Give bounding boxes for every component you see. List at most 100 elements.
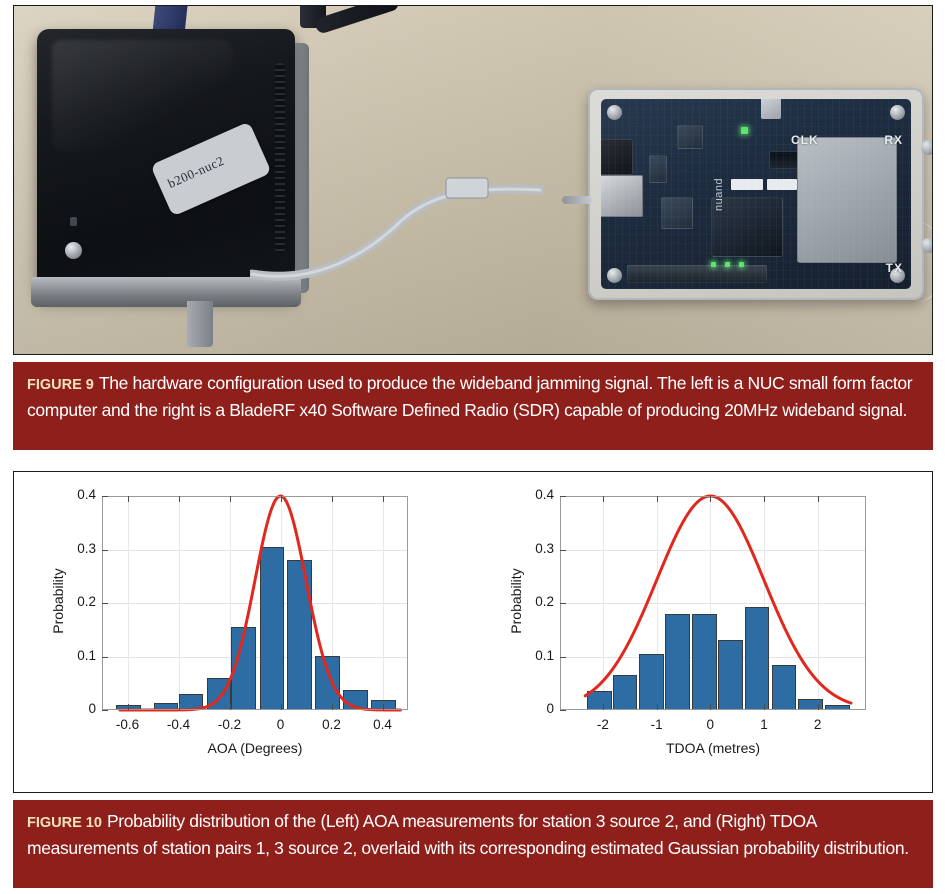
figure-9-block: b200-nuc2: [13, 5, 933, 450]
x-tick-label: 0: [276, 717, 285, 732]
figure-10-tag: FIGURE 10: [27, 815, 102, 831]
x-gridline: [382, 496, 384, 710]
sdr-power-jack: [601, 139, 633, 175]
x-tick-mark-top: [602, 496, 604, 502]
x-tick-label: 0.2: [322, 717, 341, 732]
pcb-clock-oscillator: [761, 99, 781, 119]
y-tick-label: 0.1: [535, 647, 554, 663]
x-tick-mark-top: [710, 496, 712, 502]
sma-connector-rx: [921, 140, 932, 155]
x-tick-label: 0: [706, 717, 715, 732]
antenna-cable: [917, 222, 932, 302]
x-gridline: [127, 496, 129, 710]
y-gridline: [102, 603, 408, 604]
x-tick-label: -2: [596, 717, 609, 732]
x-tick-label: -0.6: [115, 717, 140, 732]
x-tick-mark: [178, 704, 180, 710]
figure-9-caption-text: The hardware configuration used to produ…: [27, 373, 913, 420]
pcb-expansion-slot: [769, 151, 845, 169]
x-gridline: [331, 496, 333, 710]
y-tick-label: 0.4: [535, 487, 554, 502]
x-tick-mark: [602, 704, 604, 710]
pcb-screw-bl: [607, 268, 622, 283]
x-tick-mark: [710, 704, 712, 710]
usb-cable: [250, 156, 550, 286]
gaussian-overlay-curve: [583, 494, 853, 705]
nuc-led: [70, 217, 77, 226]
x-gridline: [710, 496, 712, 710]
nuc-stand-foot: [187, 301, 213, 347]
y-tick-label: 0: [546, 701, 554, 716]
x-tick-label: 1: [760, 717, 768, 732]
histogram-bar: [692, 613, 717, 710]
nuc-label-text: b200-nuc2: [165, 152, 227, 191]
pcb-led-green-b: [725, 262, 730, 267]
pcb-screw-br: [890, 268, 905, 283]
x-axis-label: AOA (Degrees): [207, 740, 303, 756]
x-tick-mark: [817, 704, 819, 710]
pcb-chip-a: [677, 125, 703, 149]
histogram-bar: [638, 653, 664, 710]
y-tick-label: 0.1: [77, 647, 96, 663]
y-tick-mark: [102, 710, 108, 711]
pcb-led-green-a: [711, 262, 716, 267]
clk-label: CLK: [791, 133, 819, 147]
x-gridline: [178, 496, 180, 710]
pcb-screw-tr: [890, 105, 905, 120]
pcb-gpio-header: [627, 265, 767, 283]
pcb-white-label-2: [767, 179, 797, 190]
x-tick-label: 2: [813, 717, 822, 732]
tx-label: TX: [885, 261, 903, 275]
x-gridline: [229, 496, 231, 710]
pcb-white-label-1: [731, 179, 763, 190]
histogram-bar: [665, 613, 690, 710]
bladerf-sdr: nuand CLK RX TX: [562, 88, 932, 300]
x-tick-label: -1: [650, 717, 663, 732]
y-tick-mark: [560, 710, 566, 711]
y-tick-mark: [102, 656, 108, 658]
x-tick-mark-top: [229, 496, 231, 502]
y-tick-label: 0.2: [77, 594, 96, 609]
x-tick-mark-top: [178, 496, 180, 502]
pcb-chip-b: [649, 155, 667, 183]
x-tick-label: -0.4: [166, 717, 191, 732]
y-tick-label: 0.3: [535, 540, 554, 556]
pcb-rf-shield: [797, 137, 897, 263]
y-tick-mark: [560, 603, 566, 604]
y-tick-label: 0.2: [535, 594, 554, 609]
x-tick-mark-top: [280, 496, 282, 502]
rx-label: RX: [884, 133, 903, 147]
figure-10-caption-text: Probability distribution of the (Left) A…: [27, 811, 909, 858]
y-tick-mark: [102, 496, 108, 497]
y-tick-label: 0.3: [77, 540, 96, 556]
y-tick-mark: [102, 603, 108, 604]
figure-9-tag: FIGURE 9: [27, 377, 94, 393]
histogram-bar: [612, 674, 638, 710]
x-tick-mark: [229, 704, 231, 710]
y-tick-mark: [102, 549, 108, 551]
hardware-photo: b200-nuc2: [13, 5, 933, 355]
axes-box: [560, 496, 866, 710]
sdr-side-cable: [562, 196, 592, 204]
x-axis-label: TDOA (metres): [665, 740, 761, 756]
y-axis-label: Probability: [50, 568, 66, 634]
y-tick-label: 0.4: [77, 487, 96, 502]
sdr-usb-port: [601, 175, 643, 217]
pcb-chip-c: [661, 197, 693, 229]
pcb-led-green-c: [739, 262, 744, 267]
x-tick-mark-top: [656, 496, 658, 502]
sdr-pcb: nuand CLK RX TX: [601, 99, 911, 289]
x-gridline: [764, 496, 765, 710]
y-gridline: [102, 549, 408, 551]
x-gridline: [602, 496, 604, 710]
histogram-bar: [771, 664, 797, 710]
x-tick-mark-top: [331, 496, 333, 502]
x-tick-mark-top: [127, 496, 129, 502]
nuc-computer: b200-nuc2: [31, 29, 309, 347]
x-tick-mark-top: [817, 496, 819, 502]
y-gridline: [560, 603, 866, 604]
pcb-fpga: [711, 197, 783, 257]
